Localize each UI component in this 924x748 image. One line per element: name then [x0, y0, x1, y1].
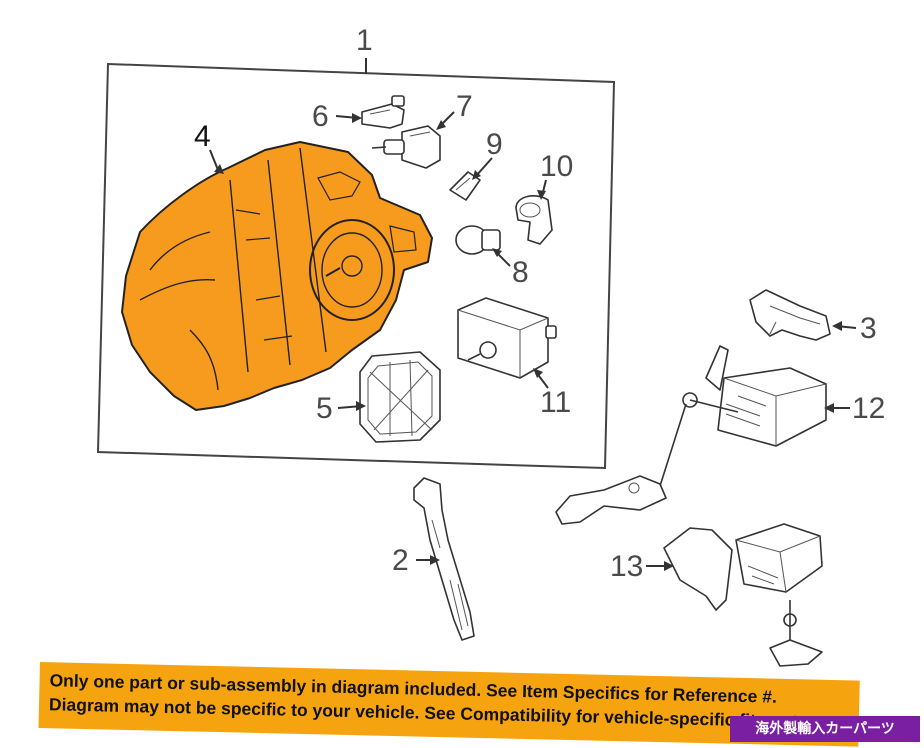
callout-5-arrow [356, 401, 366, 411]
level-sensor-part-12 [555, 345, 827, 525]
callout-4: 4 [194, 120, 211, 153]
gasket-part-5 [359, 351, 441, 443]
callout-8-arrow [492, 248, 502, 257]
callout-10-arrow [537, 190, 546, 200]
callout-8: 8 [512, 256, 529, 289]
callout-12: 12 [852, 392, 885, 425]
callout-9-arrow [472, 170, 481, 180]
callout-9-leader [475, 157, 493, 177]
callout-10: 10 [540, 150, 573, 183]
callout-3: 3 [860, 312, 877, 345]
actuator-part-11 [457, 297, 557, 379]
callout-11-arrow [533, 368, 543, 378]
callout-6-arrow [352, 113, 362, 123]
bulb-part-8 [455, 225, 501, 255]
callout-13: 13 [610, 550, 643, 583]
callout-4-arrow [214, 164, 224, 174]
callout-11: 11 [540, 386, 571, 419]
callout-1: 1 [356, 24, 373, 57]
callout-6: 6 [312, 100, 329, 133]
callout-9: 9 [486, 128, 503, 161]
headlamp-housing-part-4 [121, 141, 433, 411]
callout-7-arrow [436, 120, 446, 130]
level-sensor-part-13 [663, 523, 823, 667]
socket-part-10 [515, 195, 553, 245]
callout-3-arrow [832, 321, 842, 331]
callout-5: 5 [316, 392, 333, 425]
assembly-frame [96, 62, 616, 470]
shop-tag: 海外製輸入カーパーツ [730, 716, 920, 742]
callout-13-arrow [664, 561, 674, 571]
callout-7: 7 [456, 90, 473, 123]
callout-12-arrow [824, 403, 834, 413]
bracket-part-2 [413, 477, 475, 641]
bracket-part-3 [749, 289, 831, 341]
callout-4-leader [209, 149, 219, 171]
callout-2: 2 [392, 544, 409, 577]
callout-2-arrow [430, 555, 440, 565]
bulb-part-6 [361, 95, 405, 129]
bulb-part-7 [371, 125, 441, 169]
